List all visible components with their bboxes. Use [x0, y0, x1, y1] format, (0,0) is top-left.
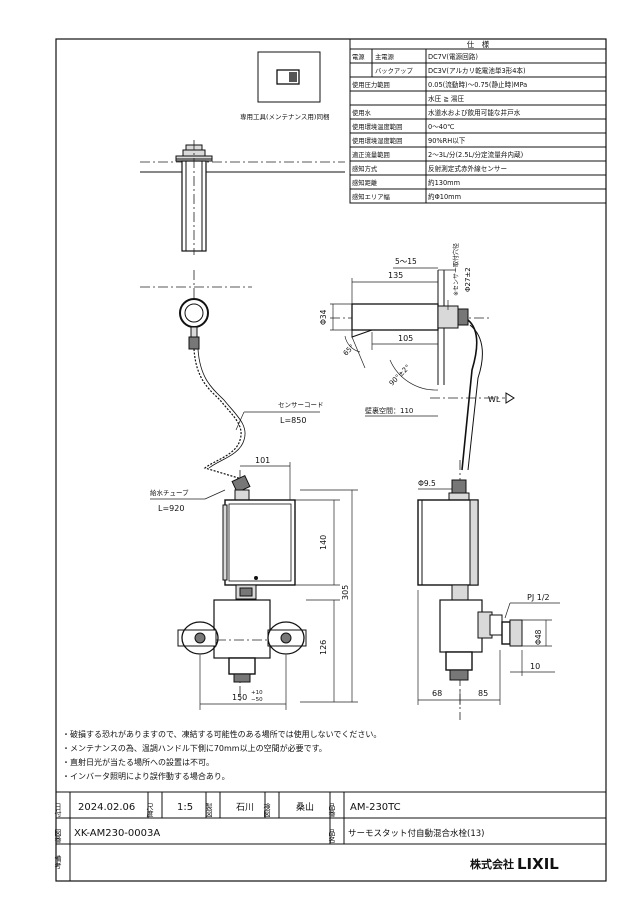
sensor-cord-label: センサーコード — [278, 401, 324, 409]
date-label: 日付 — [54, 803, 62, 818]
sensor-mount-label: ※センサー取付穴径 — [452, 243, 460, 296]
dim-135: 135 — [388, 271, 403, 280]
spec-subkey: 主電源 — [375, 52, 395, 61]
company-prefix: 株式会社 — [470, 857, 514, 871]
spec-key: 感知距離 — [352, 178, 378, 187]
note-line: ・メンテナンスの為、温調ハンドル下側に70mm以上の空間が必要です。 — [62, 743, 327, 753]
notes-block: ・破損する恐れがありますので、凍結する可能性のある場所では使用しないでください。… — [62, 729, 381, 781]
spec-key: 使用環境温度範囲 — [352, 122, 402, 131]
dim-85: 85 — [478, 689, 488, 698]
sensor-cord-length: L=850 — [280, 416, 306, 425]
dim-150: 150 — [232, 693, 247, 702]
dim-150-tol-dn: −50 — [251, 697, 263, 703]
spec-key: 感知エリア幅 — [352, 192, 390, 201]
dim-150-tol-up: +10 — [251, 690, 263, 696]
spec-value: 約130mm — [428, 178, 460, 187]
sheet-border — [55, 38, 607, 882]
spec-value: 約Φ10mm — [428, 192, 461, 201]
spout-top-circle — [179, 298, 209, 328]
spec-key: 適正流量範囲 — [352, 150, 390, 159]
dwgno-value: XK-AM230-0003A — [74, 828, 160, 839]
sensor-cord-line — [193, 348, 246, 481]
drawn-label: 製図 — [205, 802, 213, 818]
spec-value: 90%RH以下 — [428, 137, 466, 145]
spec-value: 0.05(流動時)〜0.75(静止時)MPa — [428, 80, 527, 89]
spec-key: 使用圧力範囲 — [352, 80, 390, 89]
dim-10: 10 — [530, 662, 540, 671]
name-value: サーモスタット付自動混合水栓(13) — [348, 828, 484, 839]
control-unit-front: 101 140 305 126 150 — [177, 456, 358, 710]
status-led — [254, 576, 258, 580]
dim-305: 305 — [341, 585, 350, 600]
wall-space-label: 壁裏空間：110 — [365, 406, 413, 415]
pj-thread-label: PJ 1/2 — [527, 593, 550, 602]
spout-body — [351, 303, 439, 331]
control-unit-side: Φ9.5 PJ 1/2 Φ48 10 — [417, 460, 560, 720]
drain-tube-length: L=920 — [158, 504, 184, 513]
spec-value: 水圧 ≧ 湯圧 — [428, 94, 464, 103]
spec-value: 水道水および飲用可能な井戸水 — [428, 108, 521, 117]
checked-label: 検図 — [263, 802, 271, 818]
spec-value: 2〜3L/分(2.5L/分定流量弁内蔵) — [428, 150, 523, 159]
dwgno-label: 図番 — [54, 829, 62, 844]
drain-tube-label: 給水チューブ — [150, 488, 189, 497]
dim-phi34: Φ34 — [319, 309, 328, 325]
date-value: 2024.02.06 — [78, 802, 135, 813]
partno-label: 品番 — [328, 803, 336, 818]
spec-key: 使用水 — [352, 108, 372, 117]
note-line: ・直射日光が当たる場所への設置は不可。 — [62, 757, 214, 767]
spec-subkey: バックアップ — [375, 67, 413, 75]
checked-value: 桑山 — [296, 802, 314, 813]
company-logo: LIXIL — [517, 855, 559, 873]
name-label: 品名 — [328, 829, 336, 844]
spec-value: DC7V(電源回路) — [428, 52, 478, 61]
dim-126: 126 — [319, 640, 328, 655]
dim-101: 101 — [255, 456, 270, 465]
plan-view: センサーコード L=850 給水チューブ L=920 — [140, 270, 324, 513]
scale-value: 1:5 — [177, 802, 193, 813]
dim-68: 68 — [432, 689, 442, 698]
scale-label: 尺度 — [146, 803, 154, 818]
remarks-label: 備考 — [54, 854, 62, 870]
dim-5-15: 5〜15 — [395, 257, 417, 266]
spec-key: 感知方式 — [352, 164, 378, 173]
spec-value: 0〜40℃ — [428, 123, 455, 131]
spec-value: 反射測定式赤外線センサー — [428, 164, 507, 173]
spec-key: 使用環境湿度範囲 — [352, 136, 402, 145]
water-level-label: WL — [488, 395, 501, 404]
title-block: 日付 2024.02.06 尺度 1:5 製図 石川 検図 桑山 品番 AM-2… — [54, 791, 606, 881]
note-line: ・インバータ照明により誤作動する場合あり。 — [62, 771, 230, 781]
spec-table: 仕 様 電源 主電源 DC7V(電源回路) バックアップ DC3V(アルカリ乾電池単3形… — [349, 38, 607, 204]
note-line: ・破損する恐れがありますので、凍結する可能性のある場所では使用しないでください。 — [62, 729, 381, 739]
spout-mount-view — [140, 140, 345, 255]
dim-105: 105 — [398, 334, 413, 343]
spec-value: DC3V(アルカリ乾電池単3形4本) — [428, 66, 526, 75]
maintenance-tool: 専用工具(メンテナンス用)同梱 — [240, 51, 329, 121]
spec-key: 電源 — [352, 52, 365, 61]
partno-value: AM-230TC — [350, 802, 401, 813]
spec-title: 仕 様 — [467, 39, 490, 49]
tool-label: 専用工具(メンテナンス用)同梱 — [240, 112, 329, 121]
dim-phi9-5: Φ9.5 — [418, 479, 436, 488]
dim-140: 140 — [319, 535, 328, 550]
dim-phi48: Φ48 — [534, 629, 543, 645]
control-box-side — [417, 499, 479, 586]
control-box — [224, 499, 296, 586]
drawn-value: 石川 — [236, 803, 254, 813]
sensor-hole-dim: Φ27±2 — [464, 267, 472, 292]
